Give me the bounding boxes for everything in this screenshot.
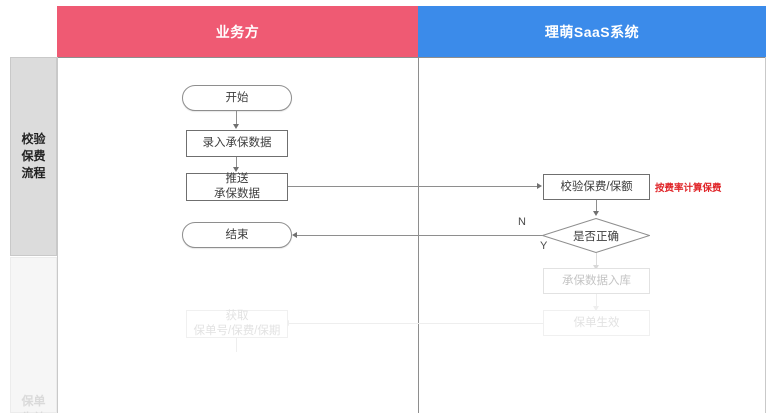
- node-is-correct-decision[interactable]: 是否正确: [542, 218, 650, 253]
- connector-effective-to-fetch: [288, 323, 543, 324]
- lane-right-border: [765, 57, 766, 413]
- node-end[interactable]: 结束: [182, 222, 292, 248]
- arrowhead-decision: [593, 211, 599, 216]
- lane-header-system: 理萌SaaS系统: [418, 6, 766, 57]
- connector-fetch-down: [236, 338, 237, 352]
- arrowhead-store-data: [593, 265, 599, 270]
- node-push-line-1: 推送: [225, 173, 249, 185]
- connector-push-to-verify: [288, 186, 538, 187]
- header-underline: [57, 57, 766, 58]
- sidebar-policy-line-2: 生效: [21, 410, 45, 413]
- node-fetch-line-2: 保单号/保费/保期: [193, 325, 281, 337]
- sidebar-item-policy-effective[interactable]: 保单 生效: [10, 257, 57, 413]
- arrowhead-policy-effective: [593, 306, 599, 311]
- connector-yes-to-store: [596, 253, 597, 267]
- arrowhead-push-data: [233, 167, 239, 172]
- node-fetch-line-1: 获取: [225, 310, 249, 322]
- node-enter-underwriting-data[interactable]: 录入承保数据: [186, 130, 288, 157]
- connector-start-to-enter: [236, 111, 237, 125]
- node-policy-effective[interactable]: 保单生效: [543, 310, 650, 336]
- node-store-underwriting-data[interactable]: 承保数据入库: [543, 268, 650, 294]
- diamond-shape-icon: [542, 218, 650, 253]
- node-start[interactable]: 开始: [182, 85, 292, 111]
- arrowhead-end: [292, 232, 297, 238]
- sidebar-verify-line-3: 流程: [21, 166, 46, 180]
- node-fetch-policy-info[interactable]: 获取 保单号/保费/保期: [186, 310, 288, 338]
- arrowhead-enter-data: [233, 124, 239, 129]
- sidebar-verify-line-1: 校验: [21, 132, 46, 146]
- connector-store-to-effective: [596, 294, 597, 308]
- lane-header-business: 业务方: [57, 6, 418, 57]
- connector-enter-to-push: [236, 157, 237, 168]
- branch-label-yes: Y: [540, 240, 548, 252]
- arrowhead-verify-premium: [537, 183, 542, 189]
- sidebar-policy-line-1: 保单: [21, 394, 46, 408]
- sidebar-verify-line-2: 保费: [21, 149, 46, 163]
- node-is-correct-label: 是否正确: [573, 230, 619, 243]
- node-push-line-2: 承保数据: [214, 188, 260, 200]
- node-verify-premium-amount[interactable]: 校验保费/保额: [543, 174, 650, 200]
- connector-verify-to-decision: [596, 200, 597, 211]
- lane-left-border: [57, 57, 58, 413]
- branch-label-no: N: [518, 216, 526, 228]
- annotation-rate-calculation: 按费率计算保费: [655, 183, 722, 194]
- sidebar-item-verify-premium-flow[interactable]: 校验 保费 流程: [10, 57, 57, 256]
- node-push-underwriting-data[interactable]: 推送 承保数据: [186, 173, 288, 201]
- connector-no-to-end: [297, 235, 542, 236]
